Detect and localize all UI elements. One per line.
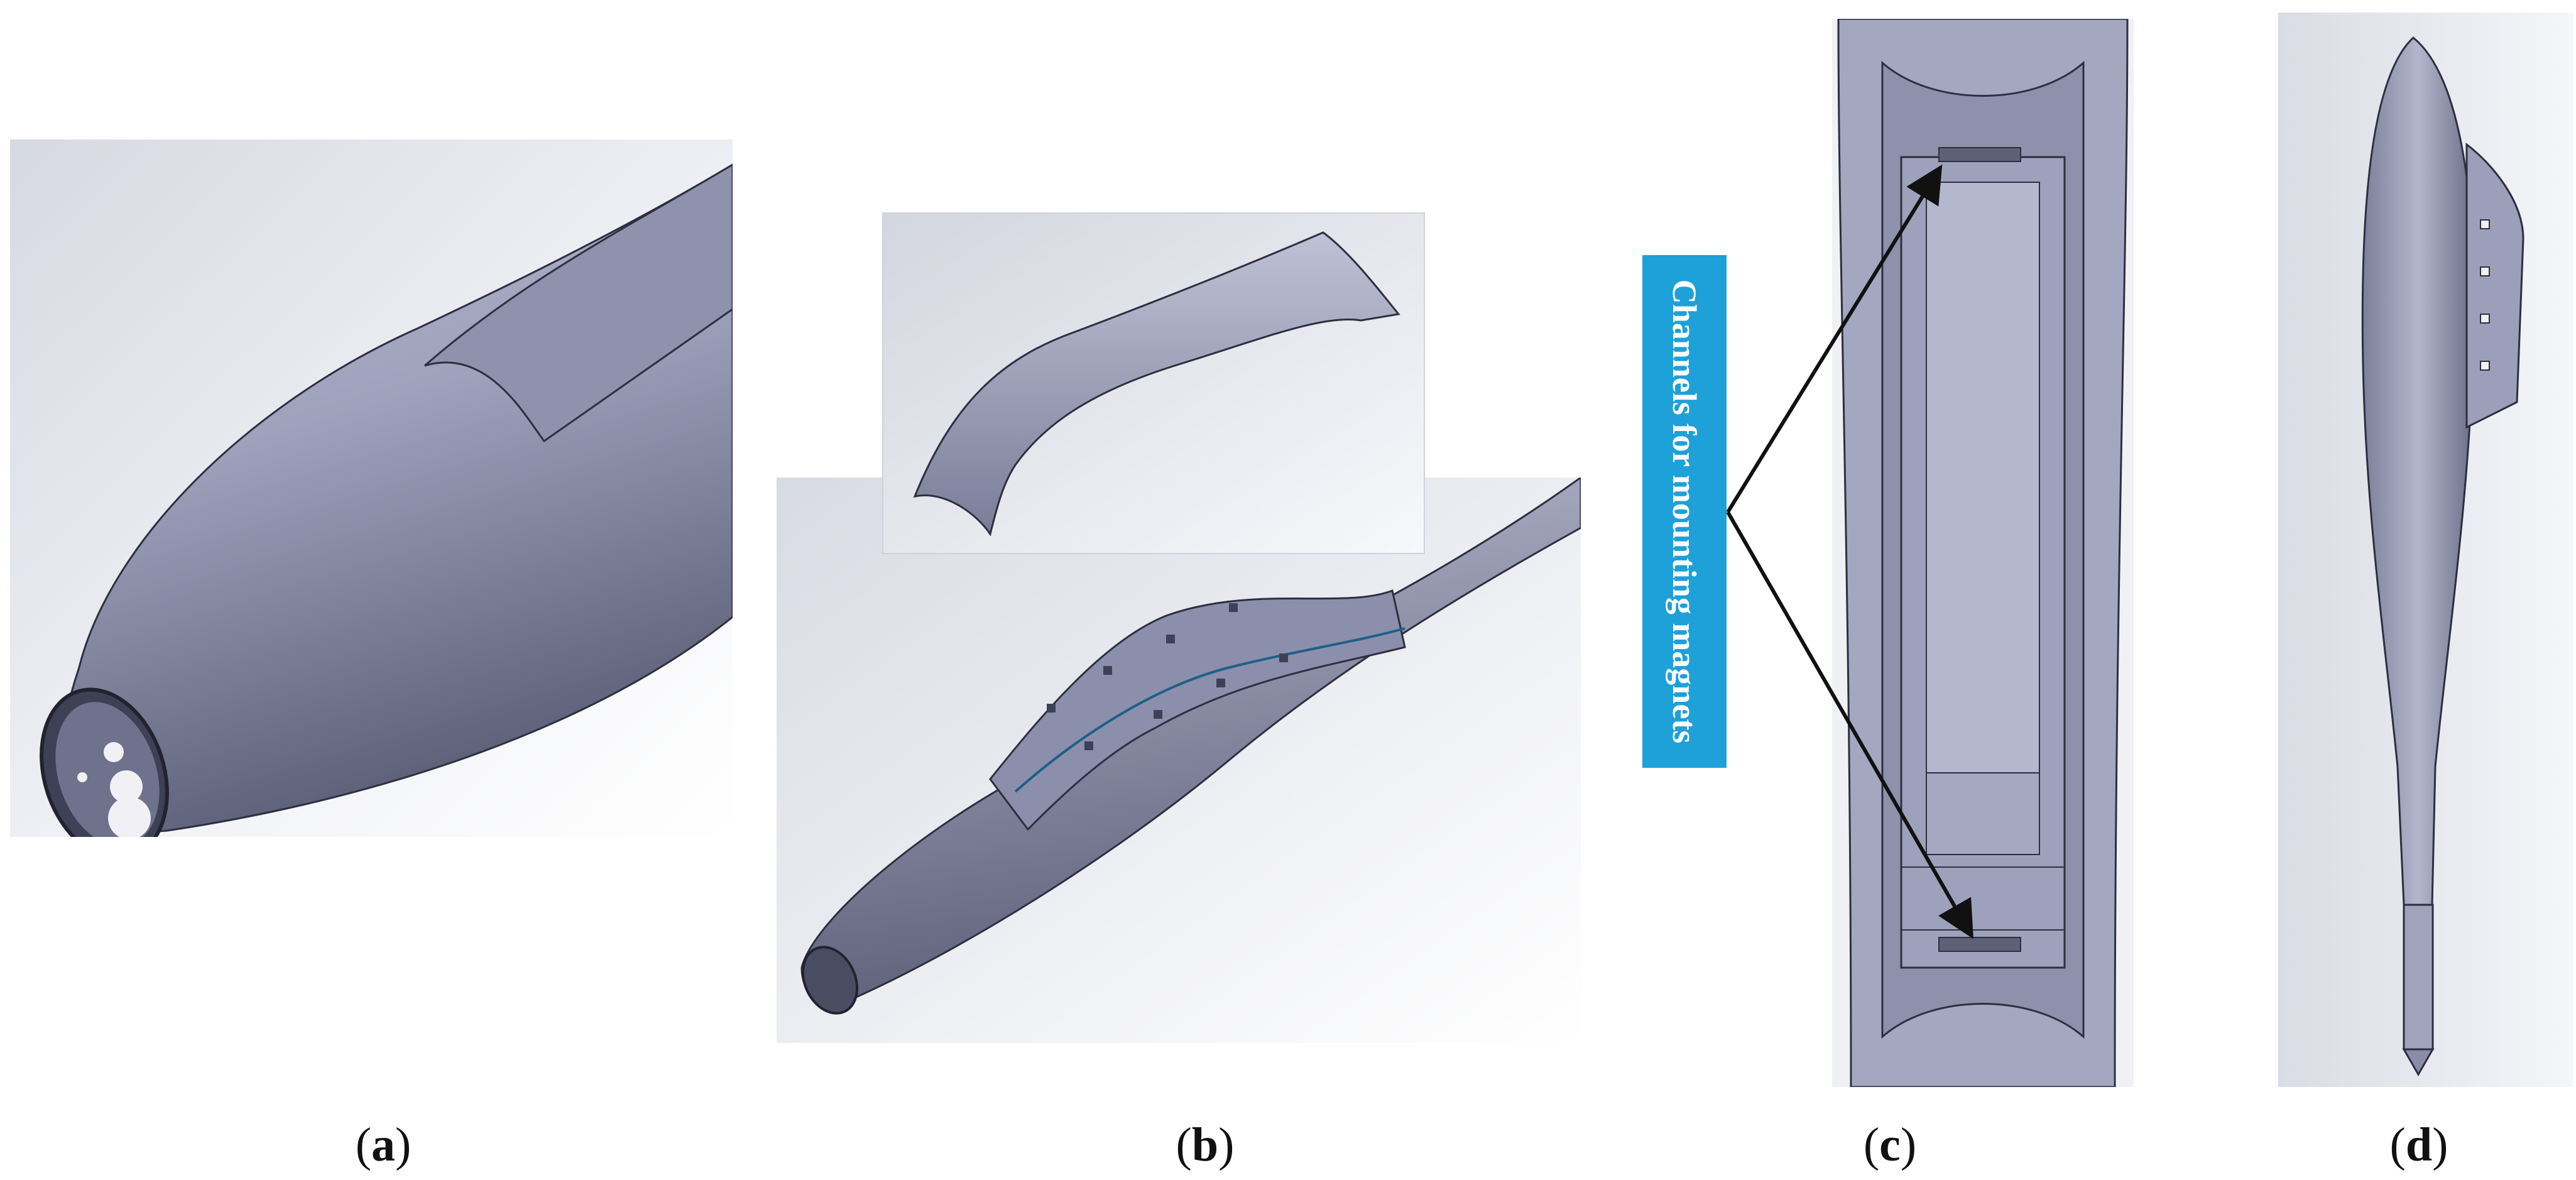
panel-b-fuselage-illustration bbox=[777, 478, 1581, 1043]
panel-d-illustration bbox=[2278, 13, 2573, 1087]
panel-d-side-view bbox=[2278, 13, 2573, 1087]
caption-c: (c) bbox=[1863, 1118, 1917, 1171]
caption-a: (a) bbox=[355, 1118, 412, 1171]
channels-annotation-label: Channels for mounting magnets bbox=[1666, 279, 1703, 744]
panel-c-illustration bbox=[1832, 19, 2134, 1087]
panel-b-fuselage-with-cover bbox=[777, 478, 1581, 1043]
panel-b-cover-illustration bbox=[883, 214, 1424, 553]
panel-a-nose-closeup bbox=[10, 139, 733, 837]
panel-a-illustration bbox=[10, 139, 733, 837]
channels-annotation-box: Channels for mounting magnets bbox=[1642, 255, 1727, 768]
caption-b: (b) bbox=[1176, 1118, 1235, 1171]
panel-b-cover-inset bbox=[882, 212, 1425, 554]
caption-d: (d) bbox=[2389, 1118, 2448, 1171]
panel-c-top-view bbox=[1832, 19, 2134, 1087]
